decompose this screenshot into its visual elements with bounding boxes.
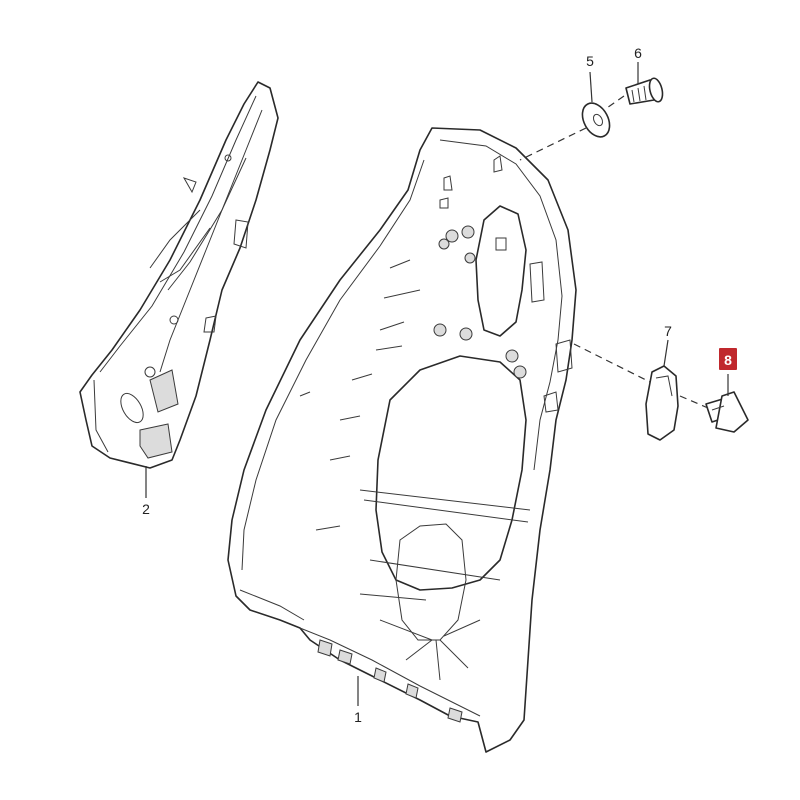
part-5-washer[interactable]: [577, 98, 615, 141]
callout-2: 2: [142, 501, 150, 517]
assembly-line-cap: [573, 343, 651, 383]
callout-6: 6: [634, 45, 642, 61]
leader-line-7: [663, 339, 669, 367]
callout-5: 5: [586, 53, 594, 69]
leader-line-5: [589, 71, 593, 103]
part-6-screw[interactable]: [625, 77, 665, 105]
callout-8: 8: [724, 352, 732, 368]
assembly-line-clip: [679, 395, 709, 409]
assembly-line-washer: [519, 127, 587, 161]
part-2-side-panel[interactable]: [79, 81, 279, 469]
part-1-seatback-frame[interactable]: [227, 127, 577, 753]
assembly-line-screw: [603, 95, 625, 111]
part-7-cover-cap[interactable]: [645, 365, 679, 441]
part-8-clip-knob[interactable]: [705, 391, 749, 433]
callout-1: 1: [354, 709, 362, 725]
callout-8-highlight-box: [719, 348, 737, 370]
callout-7: 7: [664, 323, 672, 339]
